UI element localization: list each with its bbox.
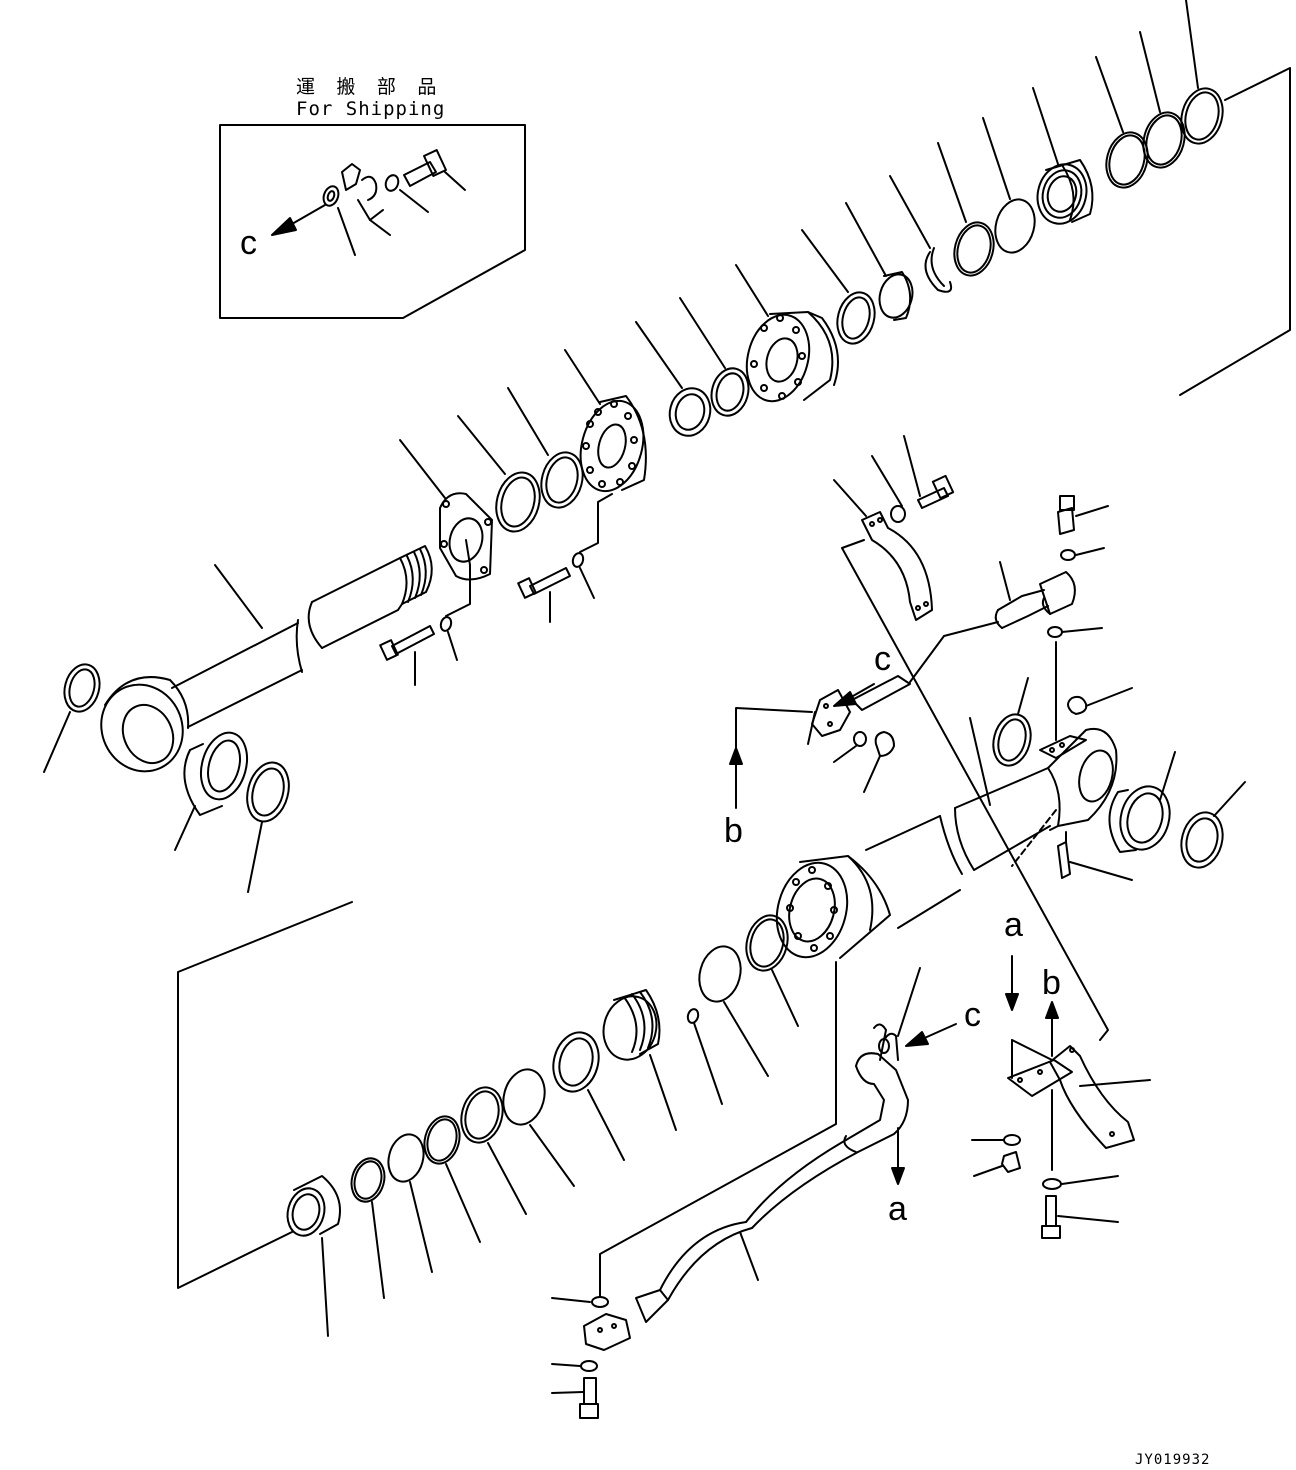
rod-end-bushing (175, 727, 254, 850)
shipping-parts-box (220, 125, 525, 318)
o-ring-b (983, 118, 1040, 257)
drawing-number: JY019932 (1135, 1452, 1211, 1468)
upper-clamp (834, 436, 1108, 1040)
cylinder-head-flange (565, 350, 653, 498)
tube-seal-left (988, 678, 1036, 770)
set-screw (686, 1008, 722, 1104)
seal-ring-c (802, 230, 880, 348)
view-ref-c-shipping: c (240, 224, 257, 262)
piston-ring-b (1137, 32, 1190, 172)
flange-bolt (518, 494, 612, 622)
arrow-b-left (730, 748, 742, 808)
wear-band (693, 942, 768, 1076)
tube-bottom-bushing (1109, 752, 1176, 855)
rod-seal-ring-b (508, 388, 589, 512)
lower-clamp (972, 1040, 1150, 1238)
arrow-a-lower (892, 1128, 904, 1184)
seal-packing (547, 1027, 624, 1160)
view-ref-c-lower: c (964, 996, 981, 1034)
rod-end-seal-left (44, 660, 105, 772)
lock-plate (400, 440, 492, 580)
arrow-a-right (1006, 956, 1018, 1010)
cylinder-head (736, 265, 838, 408)
clamp-centerline (1012, 810, 1056, 866)
arrow-c-lower (906, 1024, 956, 1046)
wear-ring (1175, 0, 1228, 148)
view-ref-b-left: b (724, 812, 743, 850)
lower-hose (552, 962, 920, 1418)
o-ring-e (347, 1155, 389, 1298)
bushing (846, 203, 917, 321)
cushion-ring (497, 1065, 574, 1186)
piston-rod (87, 546, 432, 785)
lock-plate-bolt (380, 540, 470, 685)
view-ref-a-lower: a (888, 1190, 907, 1228)
snap-ring (890, 176, 951, 292)
view-ref-c-hose: c (874, 640, 891, 678)
cylinder-tube (767, 688, 1132, 965)
o-ring-a (938, 143, 999, 280)
tube-bottom-seal (1175, 782, 1245, 872)
arrow-b-right (1046, 1002, 1058, 1056)
backup-ring (455, 1083, 526, 1214)
end-bushing (282, 1176, 340, 1336)
shipping-subtitle: For Shipping (296, 98, 446, 120)
o-ring-c (419, 1112, 480, 1242)
view-ref-a-right: a (1004, 906, 1023, 944)
guide-ring (740, 911, 798, 1026)
bushing-ring (680, 298, 754, 420)
view-ref-b-right: b (1042, 964, 1061, 1002)
arrow-c-hose (834, 684, 874, 706)
rod-leader (215, 565, 262, 628)
lower-centerline (178, 902, 352, 1288)
rod-seal-ring-a (458, 416, 546, 536)
tube-grease-nipple (1058, 832, 1132, 880)
shipping-title: 運 搬 部 品 (296, 76, 442, 98)
block-fitting-upper (1048, 496, 1108, 740)
piston-ring-a (1096, 57, 1154, 192)
upper-centerline (1180, 68, 1290, 395)
rod-end-seal-right (241, 758, 295, 892)
buffer-ring (636, 322, 716, 440)
piston-nut (597, 990, 676, 1130)
piston (1031, 88, 1093, 229)
o-ring-d (383, 1130, 432, 1272)
